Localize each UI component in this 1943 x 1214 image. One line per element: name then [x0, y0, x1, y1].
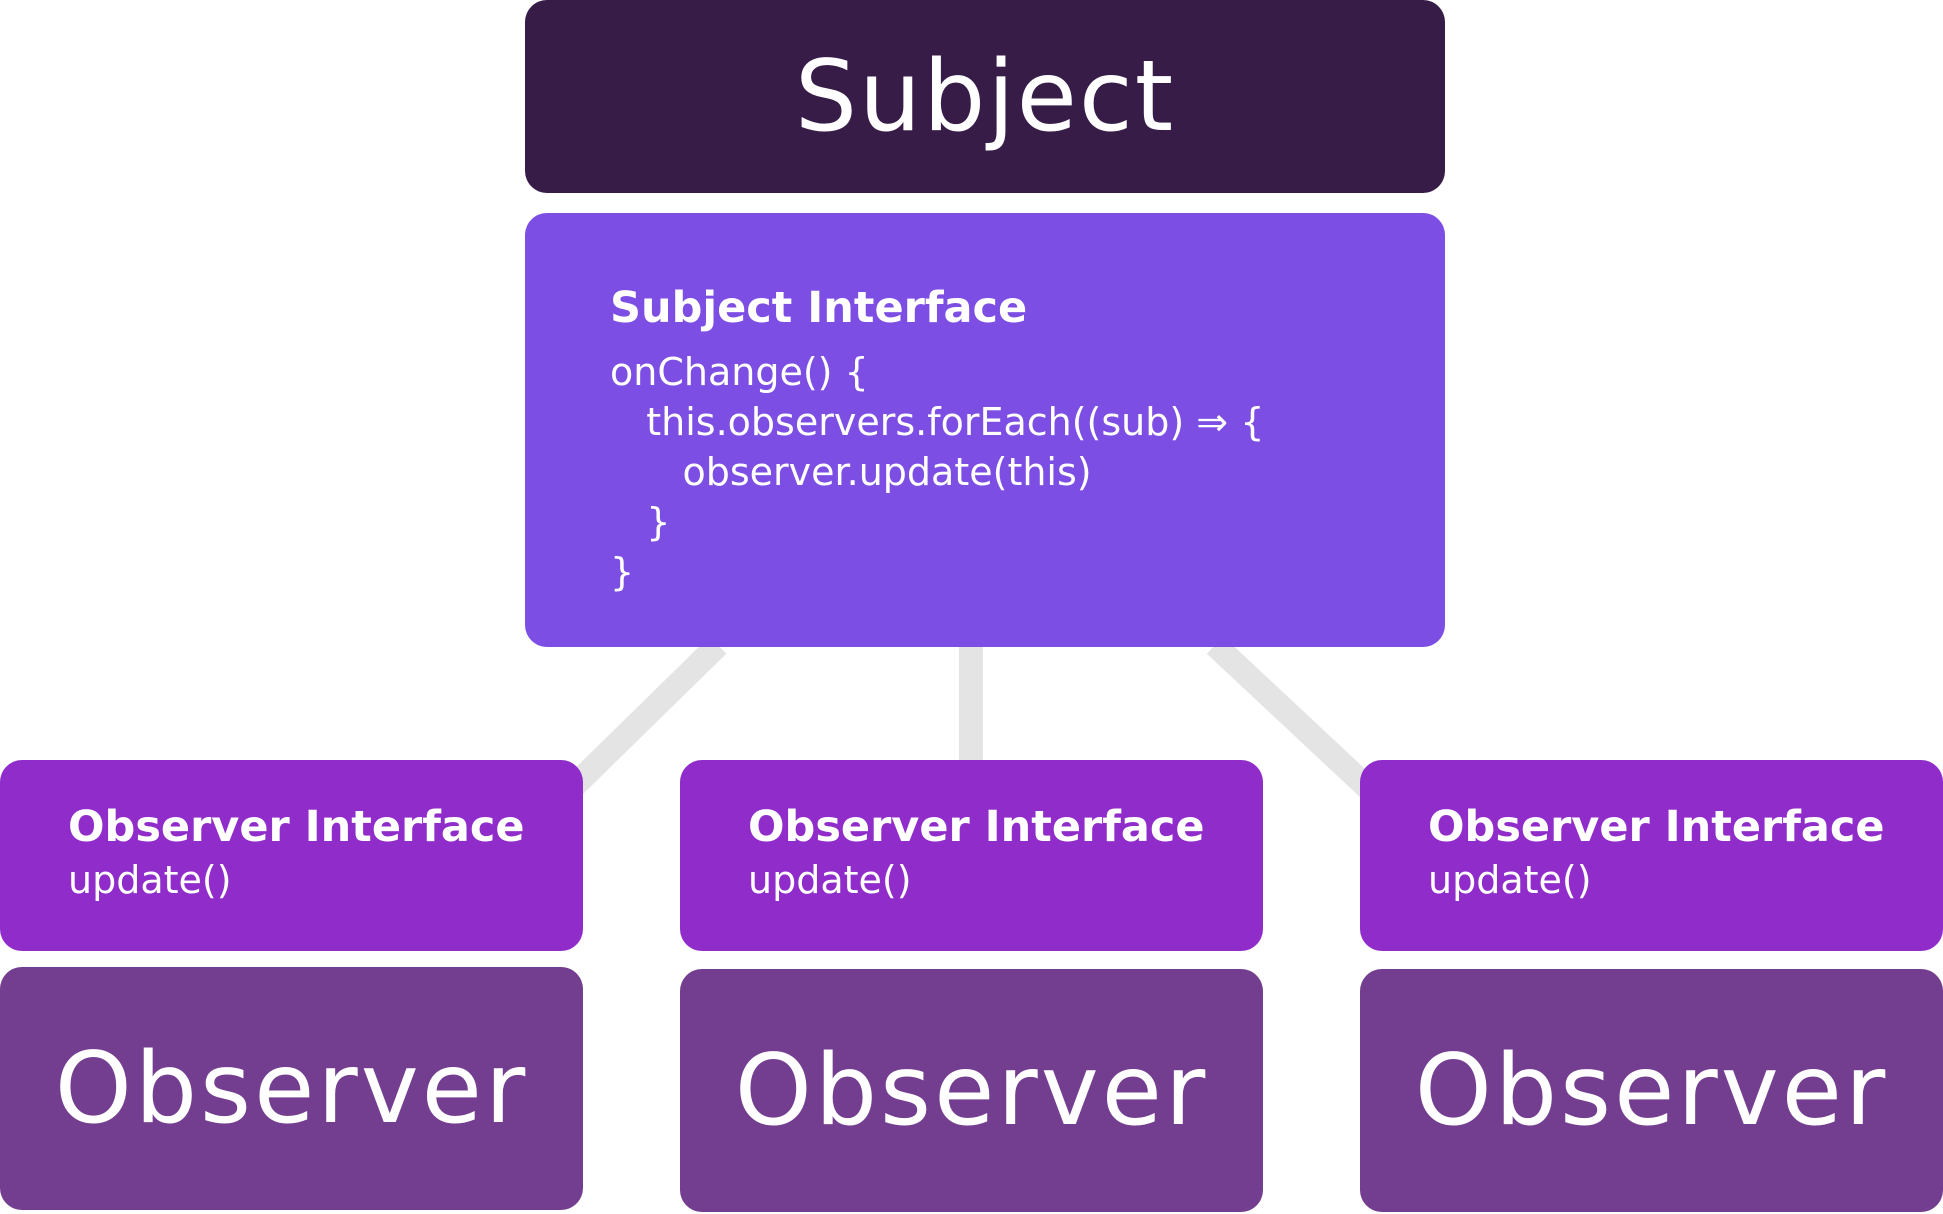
subject-interface-title: Subject Interface: [610, 283, 1028, 333]
code-line: observer.update(this): [610, 450, 1092, 494]
observer-interface-title: Observer Interface: [1428, 802, 1885, 852]
subject-box: Subject: [525, 0, 1445, 193]
observer-title: Observer: [734, 1033, 1209, 1148]
observer-box: Observer: [0, 967, 583, 1210]
observer-box: Observer: [680, 969, 1263, 1212]
observer-interface-box: Observer Interface update(): [1360, 760, 1943, 951]
observer-interface-title: Observer Interface: [68, 802, 525, 852]
connector-right: [1206, 636, 1379, 799]
observer-interface-box: Observer Interface update(): [0, 760, 583, 951]
observer-interface-method: update(): [748, 858, 912, 902]
subject-title: Subject: [794, 39, 1176, 154]
code-block: onChange() { this.observers.forEach((sub…: [610, 347, 1445, 597]
observer-interface-method: update(): [1428, 858, 1592, 902]
observer-interface-box: Observer Interface update(): [680, 760, 1263, 951]
code-line: onChange() {: [610, 350, 869, 394]
observer-box: Observer: [1360, 969, 1943, 1212]
observer-title: Observer: [1414, 1033, 1889, 1148]
subject-interface-box: Subject Interface onChange() { this.obse…: [525, 213, 1445, 647]
observer-title: Observer: [54, 1031, 529, 1146]
observer-interface-method: update(): [68, 858, 232, 902]
code-line: }: [610, 550, 635, 594]
code-line: }: [610, 500, 671, 544]
code-line: this.observers.forEach((sub) ⇒ {: [610, 400, 1265, 444]
connector-left: [561, 636, 727, 799]
observer-interface-title: Observer Interface: [748, 802, 1205, 852]
